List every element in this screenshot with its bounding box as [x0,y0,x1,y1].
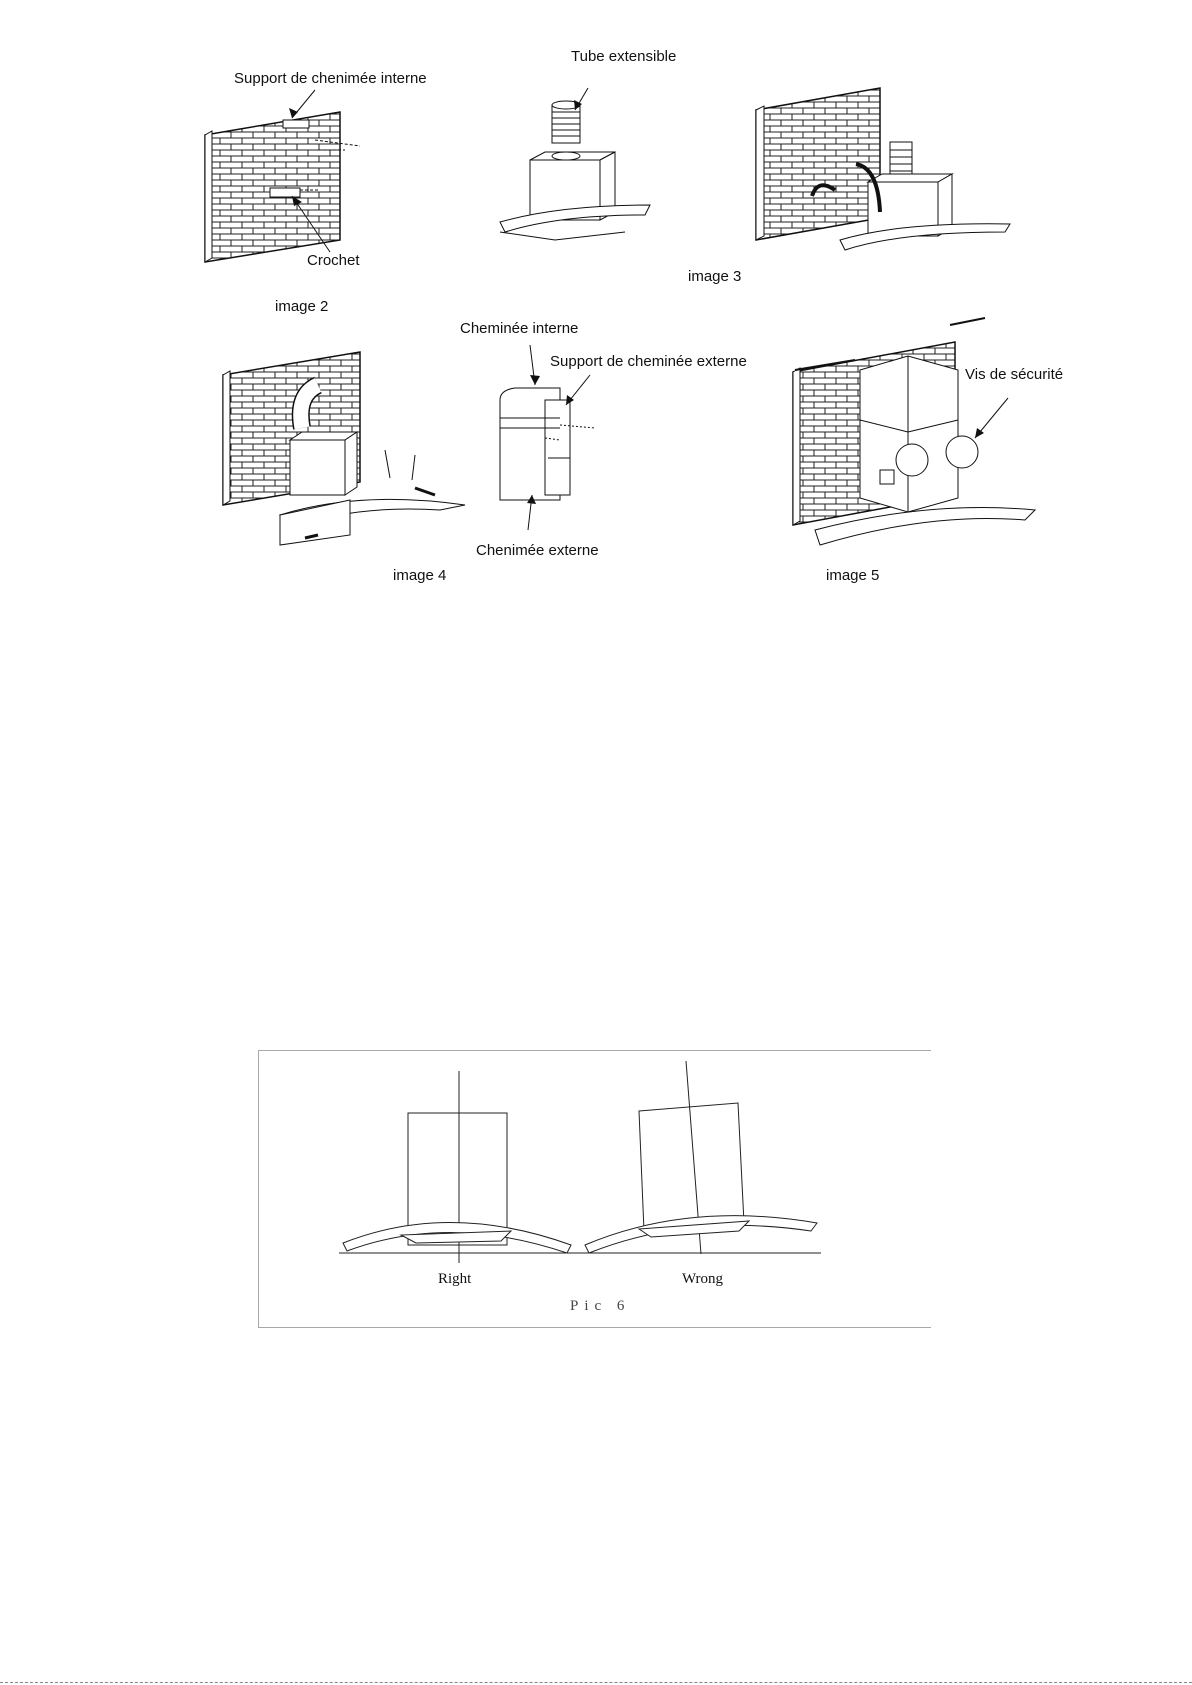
installation-figures [0,0,1192,600]
internal-support-bracket [283,120,309,128]
figure-chimney-parts [500,345,595,530]
caption-image4: image 4 [393,567,446,584]
pic6-caption: Pic 6 [570,1298,630,1315]
pic6-drawing [259,1051,931,1327]
wrong-hood [585,1061,817,1254]
label-crochet: Crochet [307,252,360,269]
bottom-divider [0,1682,1192,1683]
label-support-externe: Support de cheminée externe [550,353,747,370]
label-tube: Tube extensible [571,48,676,65]
label-chenimee-externe: Chenimée externe [476,542,599,559]
pic6-panel: Right Wrong Pic 6 [258,1050,931,1328]
wrong-label: Wrong [682,1271,723,1288]
label-vis: Vis de sécurité [965,366,1063,383]
figure-full-assembly [793,318,1035,545]
right-hood [343,1071,571,1263]
label-cheminee-interne: Cheminée interne [460,320,578,337]
figure-wall-support [205,90,360,262]
figure-wall-hood [756,88,1010,250]
figure-hood-tube [500,88,650,240]
hook-bracket [270,188,300,197]
caption-image5: image 5 [826,567,879,584]
caption-image2: image 2 [275,298,328,315]
caption-image3: image 3 [688,268,741,285]
figure-hood-duct [223,352,465,545]
label-support-interne: Support de chenimée interne [234,70,427,87]
right-label: Right [438,1271,471,1288]
